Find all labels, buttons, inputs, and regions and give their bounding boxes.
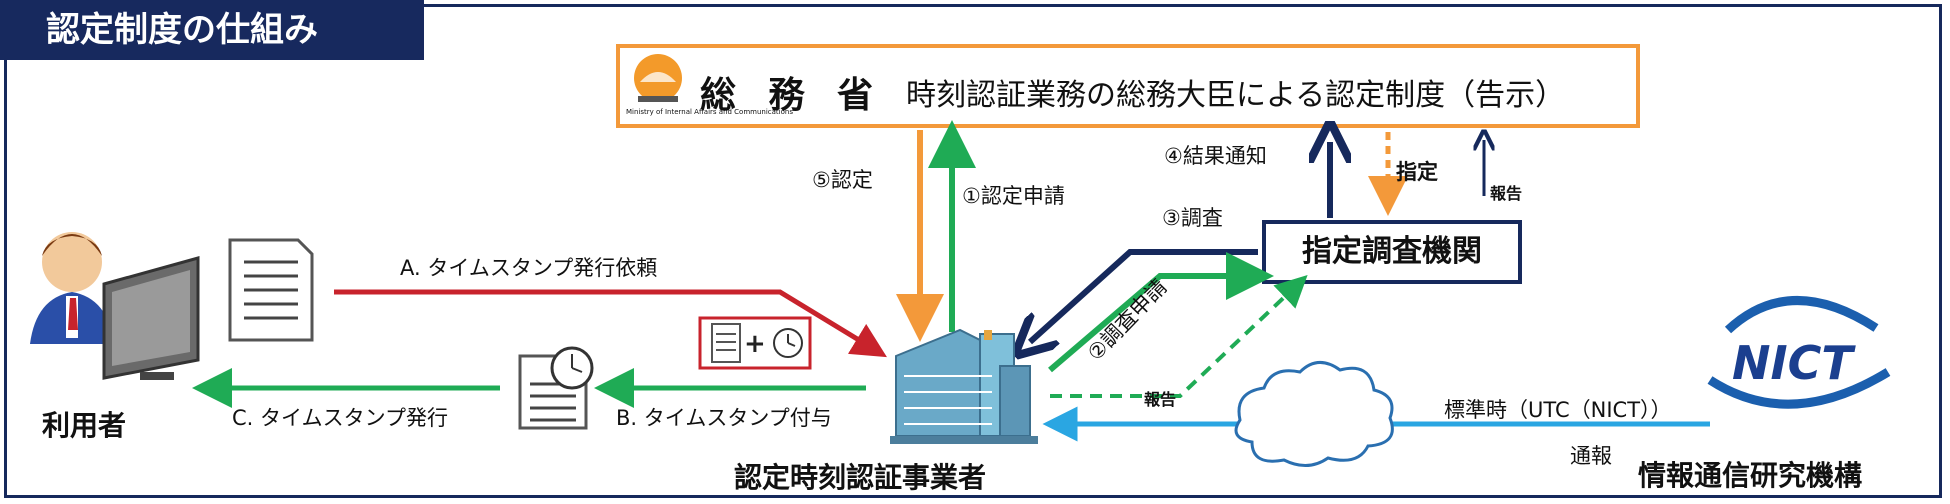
computer-monitor-icon xyxy=(102,256,200,380)
report-ministry-label: 報告 xyxy=(1490,184,1523,203)
nict-logo-icon xyxy=(1707,296,1891,409)
request-label: A. タイムスタンプ発行依頼 xyxy=(400,256,658,280)
designate-label: 指定 xyxy=(1396,160,1438,184)
request-arrow xyxy=(334,289,887,358)
ministry-name: 総 務 省 xyxy=(700,75,884,116)
step3-label: ③調査 xyxy=(1162,206,1223,230)
svg-text:+: + xyxy=(744,329,766,359)
report-agency-arrow xyxy=(1050,274,1308,398)
report-agency-label: 報告 xyxy=(1144,390,1177,409)
document-plus-clock-icon: + xyxy=(698,316,812,370)
office-building-icon xyxy=(890,328,1038,444)
step4-label: ④結果通知 xyxy=(1164,144,1267,168)
agency-box xyxy=(1262,220,1522,284)
step5-label: ⑤認定 xyxy=(812,168,873,192)
step1-label: ①認定申請 xyxy=(962,184,1065,208)
nict-label: 情報通信研究機構 xyxy=(1638,459,1863,492)
agency-label: 指定調査機関 xyxy=(1302,234,1482,269)
standard-time-label: 標準時（UTC（NICT）） xyxy=(1444,398,1672,422)
nict-logo-text: NICT xyxy=(1732,336,1853,390)
notify-label: 通報 xyxy=(1570,444,1612,468)
timestamped-document-icon xyxy=(518,346,594,430)
user-label: 利用者 xyxy=(42,409,127,442)
step2-arrow xyxy=(1048,252,1274,373)
ministry-name-en: Ministry of Internal Affairs and Communi… xyxy=(626,108,793,116)
ministry-description: 時刻認証業務の総務大臣による認定制度（告示） xyxy=(906,78,1566,113)
user-icon xyxy=(30,232,114,344)
document-icon xyxy=(228,238,314,342)
diagram-frame xyxy=(4,4,1942,498)
provider-label: 認定時刻認証事業者 xyxy=(734,461,987,494)
ministry-logo-icon xyxy=(630,52,686,112)
issue-label: C. タイムスタンプ発行 xyxy=(232,406,448,430)
attach-label: B. タイムスタンプ付与 xyxy=(616,406,832,430)
step3-arrow xyxy=(1030,249,1258,342)
network-cloud-icon xyxy=(1234,361,1394,467)
ministry-box xyxy=(616,44,1640,128)
diagram-title: 認定制度の仕組み xyxy=(0,0,424,60)
